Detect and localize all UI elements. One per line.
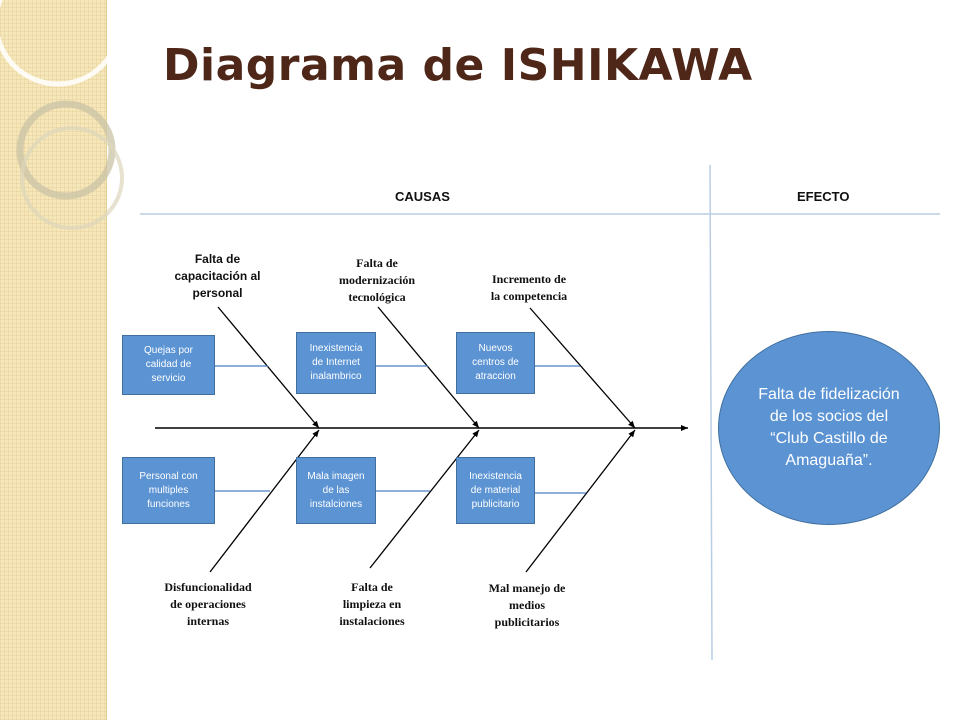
subcause-box-attractions: Nuevos centros de atraccion <box>456 332 535 394</box>
cause-bottom-advertising: Mal manejo de medios publicitarios <box>488 581 566 629</box>
decorative-rings <box>0 0 124 230</box>
subcause-box-internet: Inexistencia de Internet inalambrico <box>296 332 376 394</box>
subcause-box-facilities-image: Mala imagen de las instalciones <box>296 457 376 524</box>
header-effect: EFECTO <box>797 189 850 204</box>
cause-top-technology: Falta de modernización tecnológica <box>339 256 415 304</box>
section-divider <box>709 164 713 661</box>
cause-bottom-cleaning: Falta de limpieza en instalaciones <box>339 580 405 628</box>
cause-top-training: Falta de capacitación al personal <box>174 252 261 300</box>
cause-top-competition: Incremento de la competencia <box>490 272 568 303</box>
decorative-side-strip <box>0 0 107 720</box>
subcause-box-multiple-functions: Personal con multiples funciones <box>122 457 215 524</box>
subcause-box-complaints: Quejas por calidad de servicio <box>122 335 215 395</box>
header-causes: CAUSAS <box>395 189 450 204</box>
rib-bottom-3 <box>525 429 636 573</box>
subcause-box-advertising-material: Inexistencia de material publicitario <box>456 457 535 524</box>
effect-text: Falta de fidelización de los socios del … <box>758 386 900 469</box>
cause-bottom-operations: Disfuncionalidad de operaciones internas <box>164 580 252 628</box>
rib-top-2 <box>377 306 480 429</box>
rib-bottom-1 <box>209 429 320 573</box>
rib-top-1 <box>217 306 320 429</box>
rib-bottom-2 <box>369 429 480 569</box>
slide-title: Diagrama de ISHIKAWA <box>163 40 753 91</box>
effect-ellipse: Falta de fidelización de los socios del … <box>718 331 940 525</box>
rib-top-3 <box>529 307 636 429</box>
